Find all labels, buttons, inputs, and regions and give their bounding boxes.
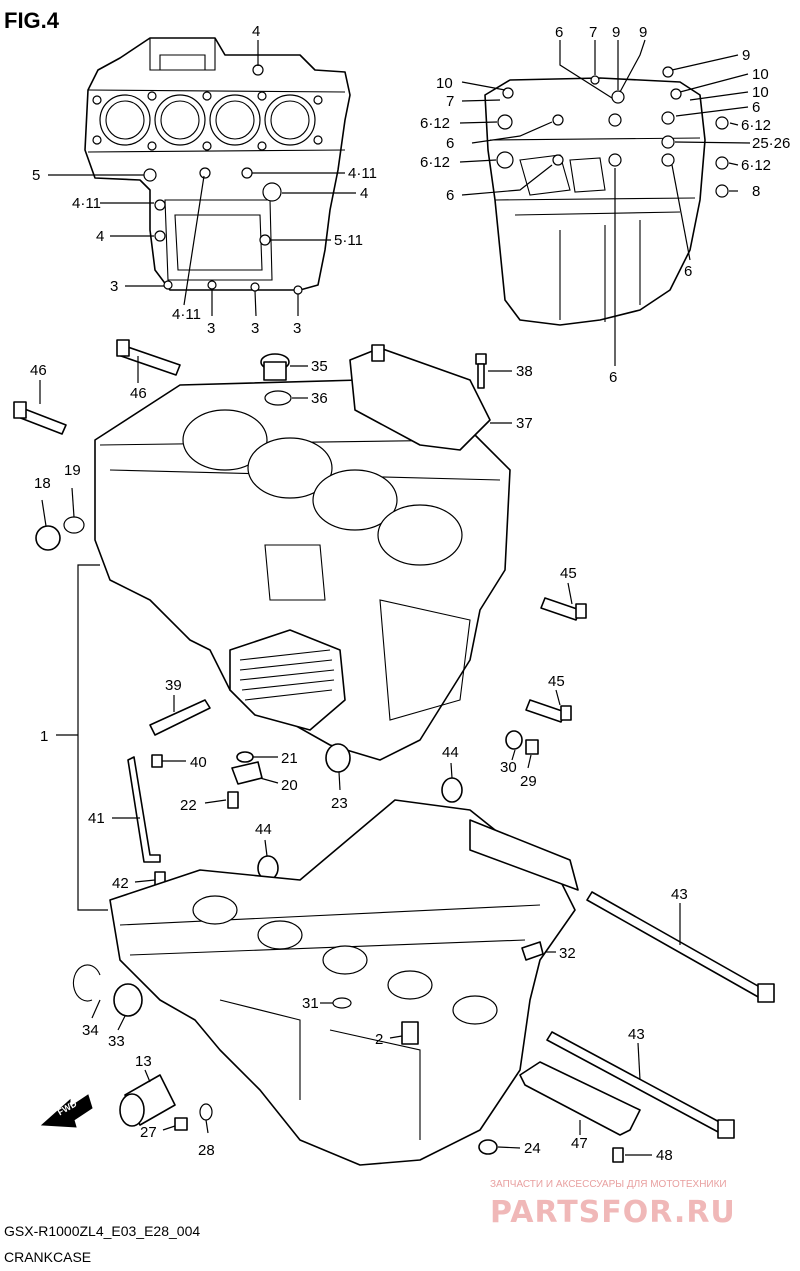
callout: 6·12 (741, 157, 771, 174)
callout: 6 (752, 99, 760, 116)
callout: 27 (140, 1124, 157, 1141)
callout: 6·12 (420, 154, 450, 171)
bolt-holes-right-view (496, 66, 729, 198)
callout: 45 (548, 673, 565, 690)
callout: 6·12 (420, 115, 450, 132)
figure-name: CRANKCASE (4, 1249, 91, 1265)
main-leaders (39, 356, 681, 1156)
callout: 6 (609, 369, 617, 386)
callout: 41 (88, 810, 105, 827)
fwd-arrow-icon (40, 1094, 93, 1128)
callout: 20 (281, 777, 298, 794)
watermark-tagline: ЗАПЧАСТИ И АКСЕССУАРЫ ДЛЯ МОТОТЕХНИКИ (490, 1179, 727, 1190)
callout: 3 (207, 320, 215, 337)
callout: 48 (656, 1147, 673, 1164)
callout: 40 (190, 754, 207, 771)
callout: 13 (135, 1053, 152, 1070)
callout: 45 (560, 565, 577, 582)
bolt-holes-left-view (143, 64, 303, 295)
callout: 4 (96, 228, 104, 245)
callout: 7 (589, 24, 597, 41)
figure-title: FIG.4 (4, 8, 60, 33)
callout: 6 (446, 135, 454, 152)
callout: 37 (516, 415, 533, 432)
callout: 9 (742, 47, 750, 64)
callout: 6·12 (741, 117, 771, 134)
lower-case-bolt-view: 6 7 9 9 9 10 10 7 10 6·12 6 6 6·12 6 6·1… (420, 24, 790, 386)
gasket-holes (92, 91, 323, 151)
callout: 35 (311, 358, 328, 375)
callout: 38 (516, 363, 533, 380)
cylinder-bores (182, 409, 463, 566)
callout: 29 (520, 773, 537, 790)
callout: 18 (34, 475, 51, 492)
part-1-bracket (77, 564, 108, 911)
callout: 46 (130, 385, 147, 402)
callout: 9 (612, 24, 620, 41)
callout: 33 (108, 1033, 125, 1050)
callout: 44 (442, 744, 459, 761)
callout: 21 (281, 750, 298, 767)
callout: 1 (40, 728, 48, 745)
callout: 23 (331, 795, 348, 812)
callout: 36 (311, 390, 328, 407)
callout: 3 (293, 320, 301, 337)
upper-case-parts (13, 339, 587, 887)
callout: 31 (302, 995, 319, 1012)
callout: 43 (671, 886, 688, 903)
callout: 6 (684, 263, 692, 280)
callout: 3 (110, 278, 118, 295)
oil-cooler-fins (239, 649, 335, 701)
callout: 8 (752, 183, 760, 200)
callout: 4·11 (348, 165, 377, 182)
callout: 6 (446, 187, 454, 204)
upper-case-bolt-view: 4 5 4·11 4 3 4·11 3 3 3 4·11 4 5·11 (32, 23, 377, 337)
callout: 10 (752, 84, 769, 101)
figure-code: GSX-R1000ZL4_E03_E28_004 (4, 1223, 200, 1239)
callout: 44 (255, 821, 272, 838)
callout: 4·11 (172, 306, 201, 323)
callout: 4 (360, 185, 368, 202)
callout: 39 (165, 677, 182, 694)
callout: 4 (252, 23, 260, 40)
callout: 22 (180, 797, 197, 814)
upper-crankcase (94, 379, 511, 761)
callout: 2 (375, 1031, 383, 1048)
callout: 6 (555, 24, 563, 41)
crank-journals (192, 895, 498, 1025)
callout: 10 (752, 66, 769, 83)
watermark-logo: PARTSFOR.RU (490, 1195, 736, 1230)
callout: 46 (30, 362, 47, 379)
callout: 19 (64, 462, 81, 479)
lower-crankcase (109, 799, 579, 1166)
callout: 10 (436, 75, 453, 92)
callout: 4·11 (72, 195, 101, 212)
callout: 7 (446, 93, 454, 110)
callout: 3 (251, 320, 259, 337)
callout: 28 (198, 1142, 215, 1159)
bore-circles (99, 94, 316, 146)
lower-case-parts: FWD (40, 891, 775, 1163)
callout: 25·26 (752, 135, 790, 152)
callout: 32 (559, 945, 576, 962)
main-callouts: 46 46 35 36 38 37 18 19 45 45 1 39 40 21… (30, 358, 688, 1164)
callout: 47 (571, 1135, 588, 1152)
callout: 24 (524, 1140, 541, 1157)
callout: 5·11 (334, 232, 363, 249)
watermark: ЗАПЧАСТИ И АКСЕССУАРЫ ДЛЯ МОТОТЕХНИКИ PA… (490, 1179, 736, 1230)
callout: 30 (500, 759, 517, 776)
callout: 34 (82, 1022, 99, 1039)
callout: 43 (628, 1026, 645, 1043)
callout: 42 (112, 875, 129, 892)
callout: 9 (639, 24, 647, 41)
callout: 5 (32, 167, 40, 184)
